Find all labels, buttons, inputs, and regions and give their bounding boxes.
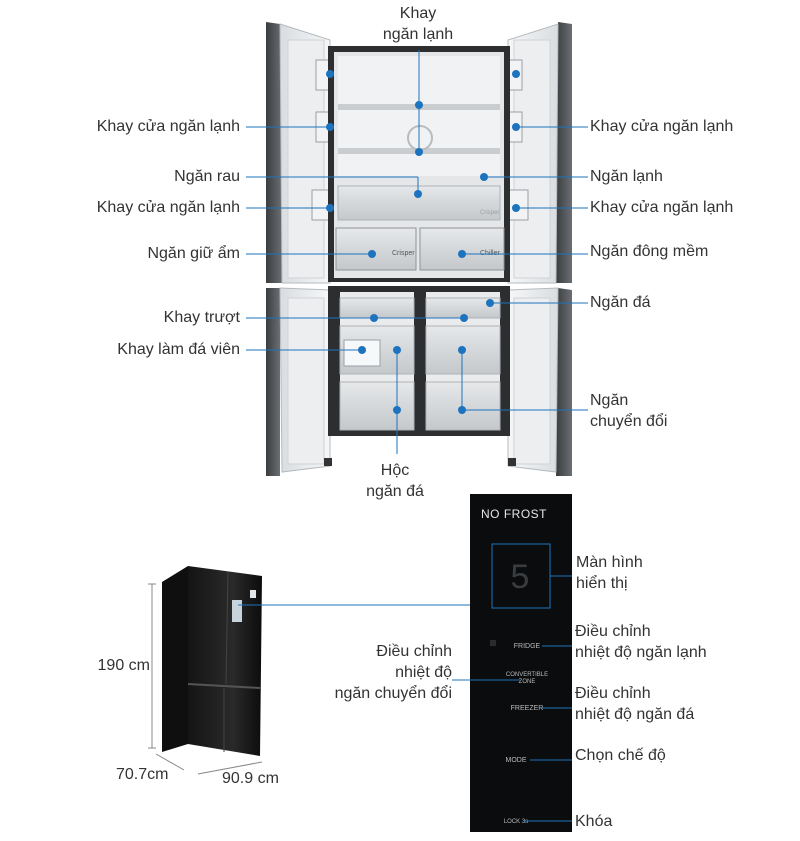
label-top-tray: Khay ngăn lạnh: [382, 5, 454, 43]
label-freezer-adjust: Điều chỉnh nhiệt độ ngăn đá: [575, 685, 695, 723]
label-convertible-adjust: Điều chỉnh nhiệt độ ngăn chuyển đổi: [334, 643, 452, 702]
label-convertible: Ngăn chuyển đổi: [590, 392, 668, 430]
freezer-button[interactable]: FREEZER: [511, 705, 544, 712]
dimension-height: 190 cm: [97, 657, 150, 674]
label-fridge-adjust: Điều chỉnh nhiệt độ ngăn lạnh: [575, 623, 707, 661]
fridge-closed-illustration: [162, 566, 262, 756]
panel-callout-lines: [452, 575, 572, 822]
label-freezer: Ngăn đá: [590, 294, 651, 311]
convertible-button-line1[interactable]: CONVERTIBLE: [506, 672, 548, 678]
label-vegetable: Ngăn rau: [174, 168, 240, 185]
label-lock: Khóa: [575, 813, 613, 830]
label-mode: Chọn chế độ: [575, 747, 666, 764]
lock-button[interactable]: LOCK 3s: [504, 819, 528, 825]
label-fridge: Ngăn lạnh: [590, 168, 663, 185]
lower-cabinet: [324, 286, 516, 466]
panel-display-digit: 5: [511, 558, 530, 596]
lower-left-door: [266, 287, 331, 476]
label-display: Màn hình hiển thị: [576, 554, 643, 592]
label-right-door-tray-1: Khay cửa ngăn lạnh: [590, 118, 734, 135]
mode-button[interactable]: MODE: [506, 757, 527, 764]
dimension-lines: [148, 583, 263, 775]
label-left-door-tray-2: Khay cửa ngăn lạnh: [96, 199, 240, 216]
lower-right-door: [507, 287, 572, 476]
label-left-door-tray-1: Khay cửa ngăn lạnh: [96, 118, 240, 135]
fridge-button[interactable]: FRIDGE: [514, 643, 541, 650]
label-humidity: Ngăn giữ ẩm: [147, 245, 240, 262]
fridge-callout-dots: [326, 70, 520, 414]
label-soft-freeze: Ngăn đông mềm: [590, 243, 709, 260]
dimension-depth: 70.7cm: [116, 766, 169, 783]
panel-brand: NO FROST: [481, 507, 547, 521]
label-ice-tray: Khay làm đá viên: [117, 341, 240, 358]
control-panel: NO FROST 5 FRIDGE CONVERTIBLE ZONE FREEZ…: [470, 494, 572, 832]
crisper-print: Crisper: [392, 250, 415, 257]
upper-right-door: [497, 22, 572, 284]
label-ice-box: Hộc ngăn đá: [366, 462, 424, 500]
fridge-callout-lines: [246, 50, 588, 454]
dimension-width: 90.9 cm: [222, 770, 279, 787]
svg-text:Crisper: Crisper: [480, 210, 499, 216]
label-right-door-tray-2: Khay cửa ngăn lạnh: [590, 199, 734, 216]
label-sliding-tray: Khay trượt: [163, 309, 240, 326]
convertible-button-line2[interactable]: ZONE: [519, 679, 536, 685]
